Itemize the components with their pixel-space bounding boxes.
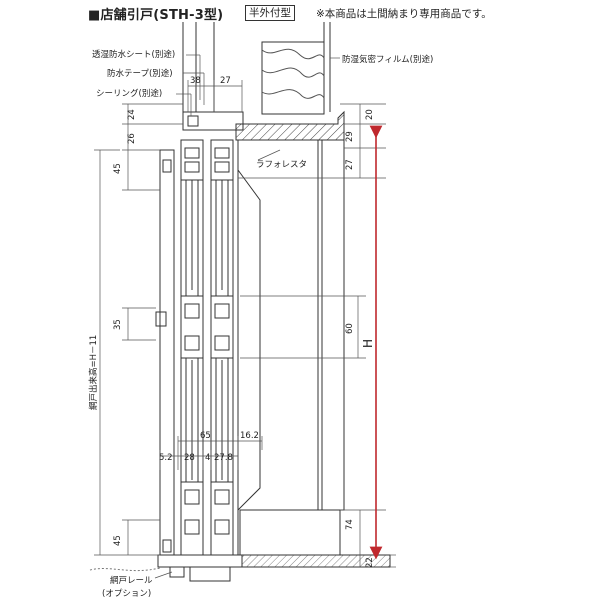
dim-top-27: 27 — [220, 76, 231, 86]
label-laforesta: ラフォレスタ — [256, 160, 307, 170]
leader-lines — [154, 54, 340, 579]
dim-sill-4: 4 — [205, 453, 210, 463]
label-height-symbol: H — [361, 339, 375, 348]
dim-mid-60: 60 — [345, 323, 355, 334]
label-screen-height: 網戸出来高=H－11 — [88, 335, 99, 410]
header-note: ※本商品は土間納まり専用商品です。 — [316, 8, 492, 20]
dim-right-27: 27 — [345, 159, 355, 170]
label-waterproof-tape: 防水テープ(別途) — [107, 68, 173, 79]
dim-sill-28: 28 — [184, 453, 195, 463]
type-badge: 半外付型 — [245, 5, 295, 21]
dimension-lines — [94, 80, 396, 568]
top-rail-profiles — [180, 139, 234, 181]
label-screen-rail: 網戸レール — [110, 575, 153, 586]
dim-sill-65: 65 — [200, 431, 211, 441]
wood-casing — [235, 110, 345, 141]
label-sealing: シーリング(別途) — [96, 88, 162, 99]
dim-right-22: 22 — [365, 557, 375, 568]
dim-right-20: 20 — [365, 109, 375, 120]
dim-top-38: 38 — [190, 76, 201, 86]
dim-left-24: 24 — [127, 109, 137, 120]
dim-right-74: 74 — [345, 519, 355, 530]
dim-sill-5-2: 5.2 — [159, 453, 173, 463]
dim-right-29: 29 — [345, 131, 355, 142]
bottom-rail-profiles — [180, 481, 234, 556]
floor-sill — [89, 509, 391, 582]
dim-left-26: 26 — [127, 133, 137, 144]
dim-left-35: 35 — [113, 319, 123, 330]
meeting-rail-profiles — [180, 295, 234, 359]
label-vapor-film: 防湿気密フィルム(別途) — [342, 54, 433, 65]
dim-left-45-bottom: 45 — [113, 535, 123, 546]
wall-structure — [182, 22, 331, 131]
drawing-title: ■店舗引戸(STH-3型) — [88, 8, 224, 23]
dim-sill-27-8: 27.8 — [214, 453, 233, 463]
dim-sill-16-2: 16.2 — [240, 431, 259, 441]
dim-left-45-top: 45 — [113, 163, 123, 174]
label-breather-sheet: 透湿防水シート(別途) — [92, 49, 175, 60]
label-screen-rail-option: (オプション) — [102, 589, 151, 599]
